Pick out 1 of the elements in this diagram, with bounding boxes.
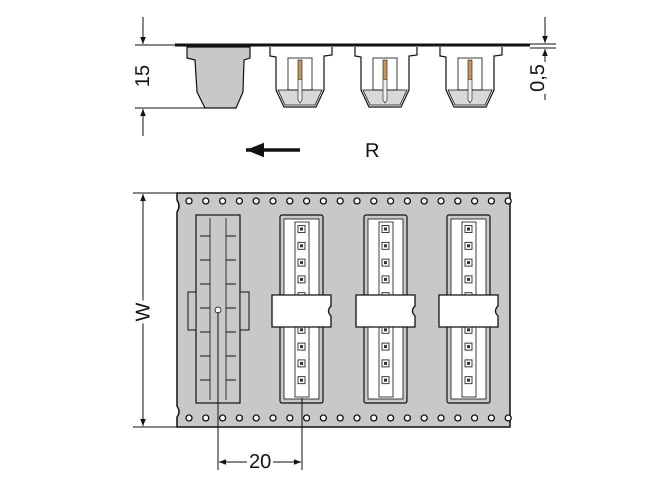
dimension-label: 0,5 [528,62,548,94]
